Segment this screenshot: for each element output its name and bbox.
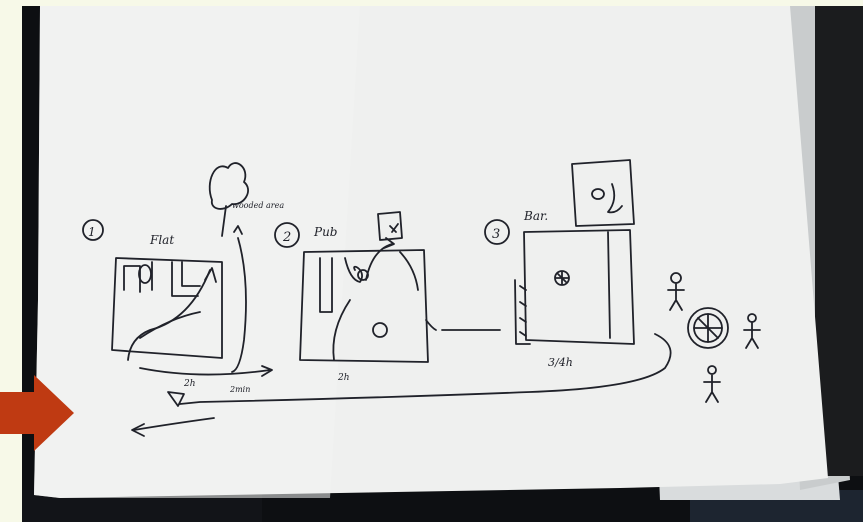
time-bar-label: 3/4h <box>548 356 573 369</box>
scene-1-label: Flat <box>149 233 174 247</box>
time-walk-label: 2min <box>229 385 250 394</box>
scene-3-label: Bar. <box>523 209 548 223</box>
wooded-area-label: wooded area <box>232 201 284 210</box>
photo: 1 Flat 2 Pub 3 Bar. wooded area 2h 2min … <box>22 6 863 522</box>
scene-2-number: 2 <box>282 230 291 245</box>
time-flat-label: 2h <box>183 379 196 389</box>
scene-2-label: Pub <box>313 225 337 239</box>
photo-dark-edge <box>815 6 863 476</box>
scene-1-number: 1 <box>88 225 96 239</box>
scene-3-number: 3 <box>492 227 500 242</box>
time-pub-label: 2h <box>337 373 350 383</box>
